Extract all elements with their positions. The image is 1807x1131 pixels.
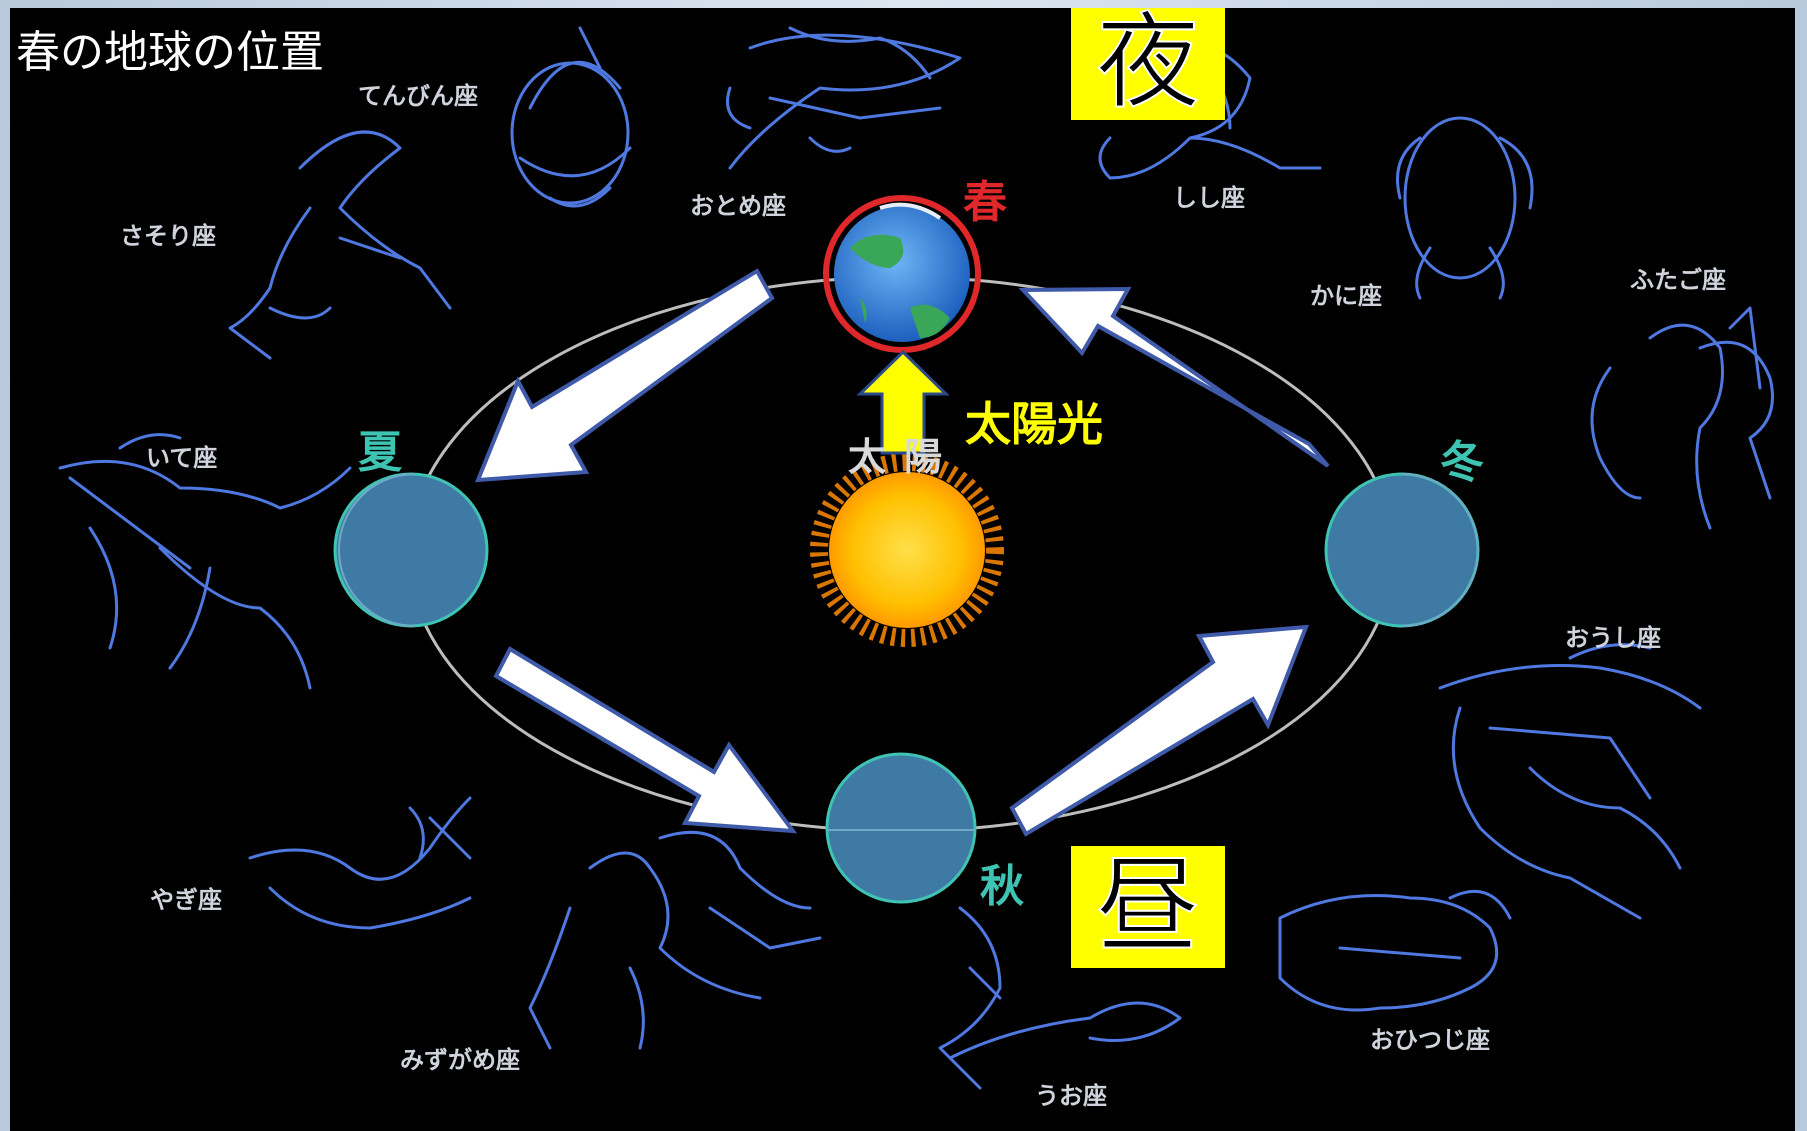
orbit-diagram: [58, 26, 1774, 1090]
constellation-sagittarius: いて座: [146, 444, 218, 472]
capricorn-figure: [248, 796, 472, 930]
arrow-summer-to-autumn: [493, 646, 798, 834]
season-label-winter: 冬: [1440, 437, 1484, 488]
constellation-gemini: ふたご座: [1630, 266, 1726, 294]
season-label-summer: 夏: [358, 427, 402, 478]
season-label-spring: 春: [963, 177, 1007, 228]
season-label-autumn: 秋: [980, 861, 1024, 912]
sunlight-arrow: [856, 349, 950, 455]
orbit-direction-arrows: [474, 268, 1330, 837]
earth-winter: [1324, 472, 1480, 628]
constellation-pisces: うお座: [1035, 1082, 1107, 1110]
constellation-aquarius: みずがめ座: [400, 1046, 520, 1074]
page-title: 春の地球の位置: [16, 27, 324, 78]
constellation-scorpio: さそり座: [120, 222, 216, 250]
arrow-autumn-to-winter: [1009, 624, 1310, 837]
constellation-taurus: おうし座: [1565, 624, 1661, 652]
night-label: 夜: [1071, 8, 1225, 123]
arrow-spring-to-summer: [474, 268, 775, 483]
constellation-figures: [58, 26, 1774, 1090]
cancer-figure: [1396, 116, 1534, 300]
scorpio-figure: [228, 130, 452, 360]
constellation-cancer: かに座: [1310, 282, 1382, 310]
pisces-figure: [938, 906, 1182, 1090]
gemini-figure: [1590, 306, 1774, 530]
constellation-virgo: おとめ座: [690, 192, 786, 220]
constellation-leo: しし座: [1173, 184, 1245, 212]
libra-figure: [510, 26, 632, 208]
earth-autumn: [825, 752, 977, 904]
sunlight-label: 太陽光: [965, 397, 1103, 451]
constellation-aries: おひつじ座: [1370, 1026, 1490, 1054]
diagram-canvas: 春の地球の位置 夜 昼 太陽光 太陽 春 夏 秋 冬 てんびん座 おとめ座 しし…: [10, 8, 1795, 1131]
earth-spring: [823, 195, 981, 353]
constellation-libra: てんびん座: [358, 82, 478, 110]
sun-label: 太陽: [848, 435, 961, 479]
sagittarius-figure: [58, 433, 352, 690]
constellation-capricorn: やぎ座: [150, 886, 222, 914]
earth-summer: [333, 472, 489, 628]
aries-figure: [1278, 889, 1512, 1012]
taurus-figure: [1438, 643, 1702, 920]
sun: [810, 453, 1004, 647]
day-label: 昼: [1071, 845, 1225, 968]
virgo-figure: [726, 26, 962, 170]
aquarius-figure: [528, 830, 822, 1050]
arrow-winter-to-spring: [1018, 286, 1330, 468]
